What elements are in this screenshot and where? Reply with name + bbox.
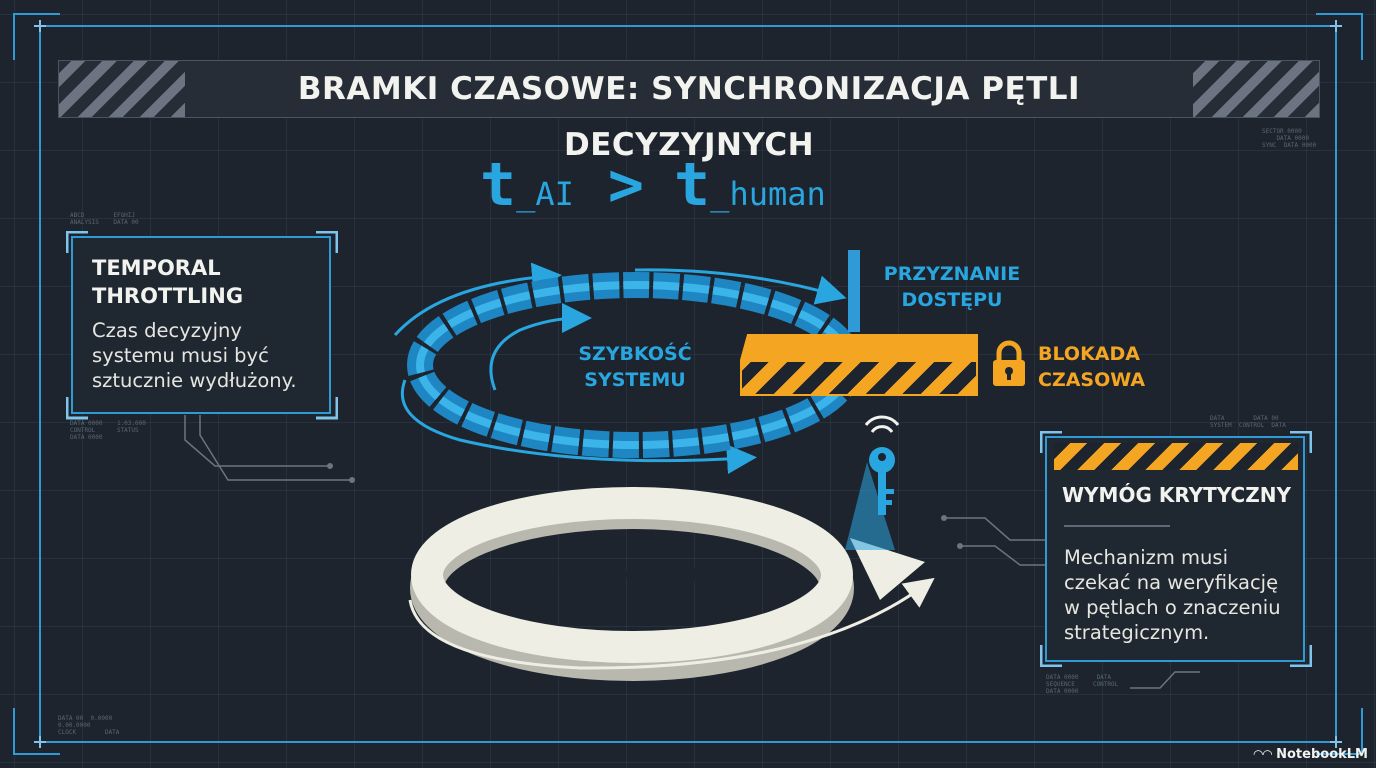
decor-microtext: ABCD EFGHIJ ANALYSIS DATA 00 xyxy=(70,212,139,226)
left-panel-title: TEMPORAL THROTTLING xyxy=(92,256,244,308)
human-verification-arrowhead xyxy=(850,538,925,600)
hazard-stripe-left xyxy=(59,61,185,117)
title-bar: BRAMKI CZASOWE: SYNCHRONIZACJA PĘTLI DEC… xyxy=(58,60,1320,163)
right-panel-frame xyxy=(1040,431,1312,667)
lock-icon xyxy=(993,340,1025,386)
divider xyxy=(1064,525,1170,527)
key-icon xyxy=(864,415,900,515)
system-loop-arc-outer xyxy=(393,262,562,337)
brand-name: NotebookLM xyxy=(1276,747,1368,762)
decor-microtext: DATA 00 0.0000 0.00.0000 CLOCK DATA xyxy=(58,715,120,736)
system-speed-label: SZYBKOŚĆ SYSTEMU xyxy=(578,343,692,391)
decor-microtext: SECTOR 0000 DATA 0000 SYNC DATA 0000 xyxy=(1262,128,1317,149)
time-lock-label: BLOKADA CZASOWA xyxy=(1038,343,1146,391)
human-loop-arc xyxy=(408,577,935,670)
access-label: PRZYZNANIE DOSTĘPU xyxy=(883,263,1021,311)
brand: ◠◠NotebookLM xyxy=(1254,747,1368,762)
formula-operator: > xyxy=(607,150,645,220)
formula-rhs-sub: _human xyxy=(710,175,826,213)
time-lock-barrier xyxy=(740,334,978,396)
brand-logo-icon: ◠◠ xyxy=(1253,747,1273,761)
system-loop-arc-outer xyxy=(634,268,847,305)
decor-microtext: DATA DATA 00 SYSTEM CONTROL DATA xyxy=(1210,415,1286,429)
human-verification-loop xyxy=(411,487,853,663)
formula-rhs: t xyxy=(674,150,711,220)
page-title: BRAMKI CZASOWE: SYNCHRONIZACJA PĘTLI DEC… xyxy=(297,71,1081,163)
key-light-cone xyxy=(845,462,895,550)
left-panel-body: Czas decyzyjny systemu musi być sztuczni… xyxy=(92,319,297,392)
right-panel-body: Mechanizm musi czekać na weryfikację w p… xyxy=(1064,546,1281,644)
human-verification-label: WERYFIKACJA LUDZKA xyxy=(538,564,777,586)
system-loop-arc-outer xyxy=(400,379,757,475)
access-beam xyxy=(848,250,860,332)
left-panel-frame xyxy=(66,231,338,420)
signal-icon xyxy=(864,415,900,426)
right-panel-title: WYMÓG KRYTYCZNY xyxy=(1062,483,1291,507)
hazard-stripe-yellow xyxy=(1054,443,1298,470)
formula: t_AI>t_human xyxy=(480,150,900,230)
formula-lhs: t xyxy=(480,150,517,220)
formula-lhs-sub: _AI xyxy=(516,175,574,213)
system-loop-arc-inner xyxy=(489,303,592,391)
decor-microtext: DATA 0000 1.03.000 CONTROL STATUS DATA 0… xyxy=(70,420,146,441)
decor-microtext: DATA 0000 DATA SEQUENCE CONTROL DATA 000… xyxy=(1046,674,1119,695)
hazard-stripe-right xyxy=(1193,61,1319,117)
